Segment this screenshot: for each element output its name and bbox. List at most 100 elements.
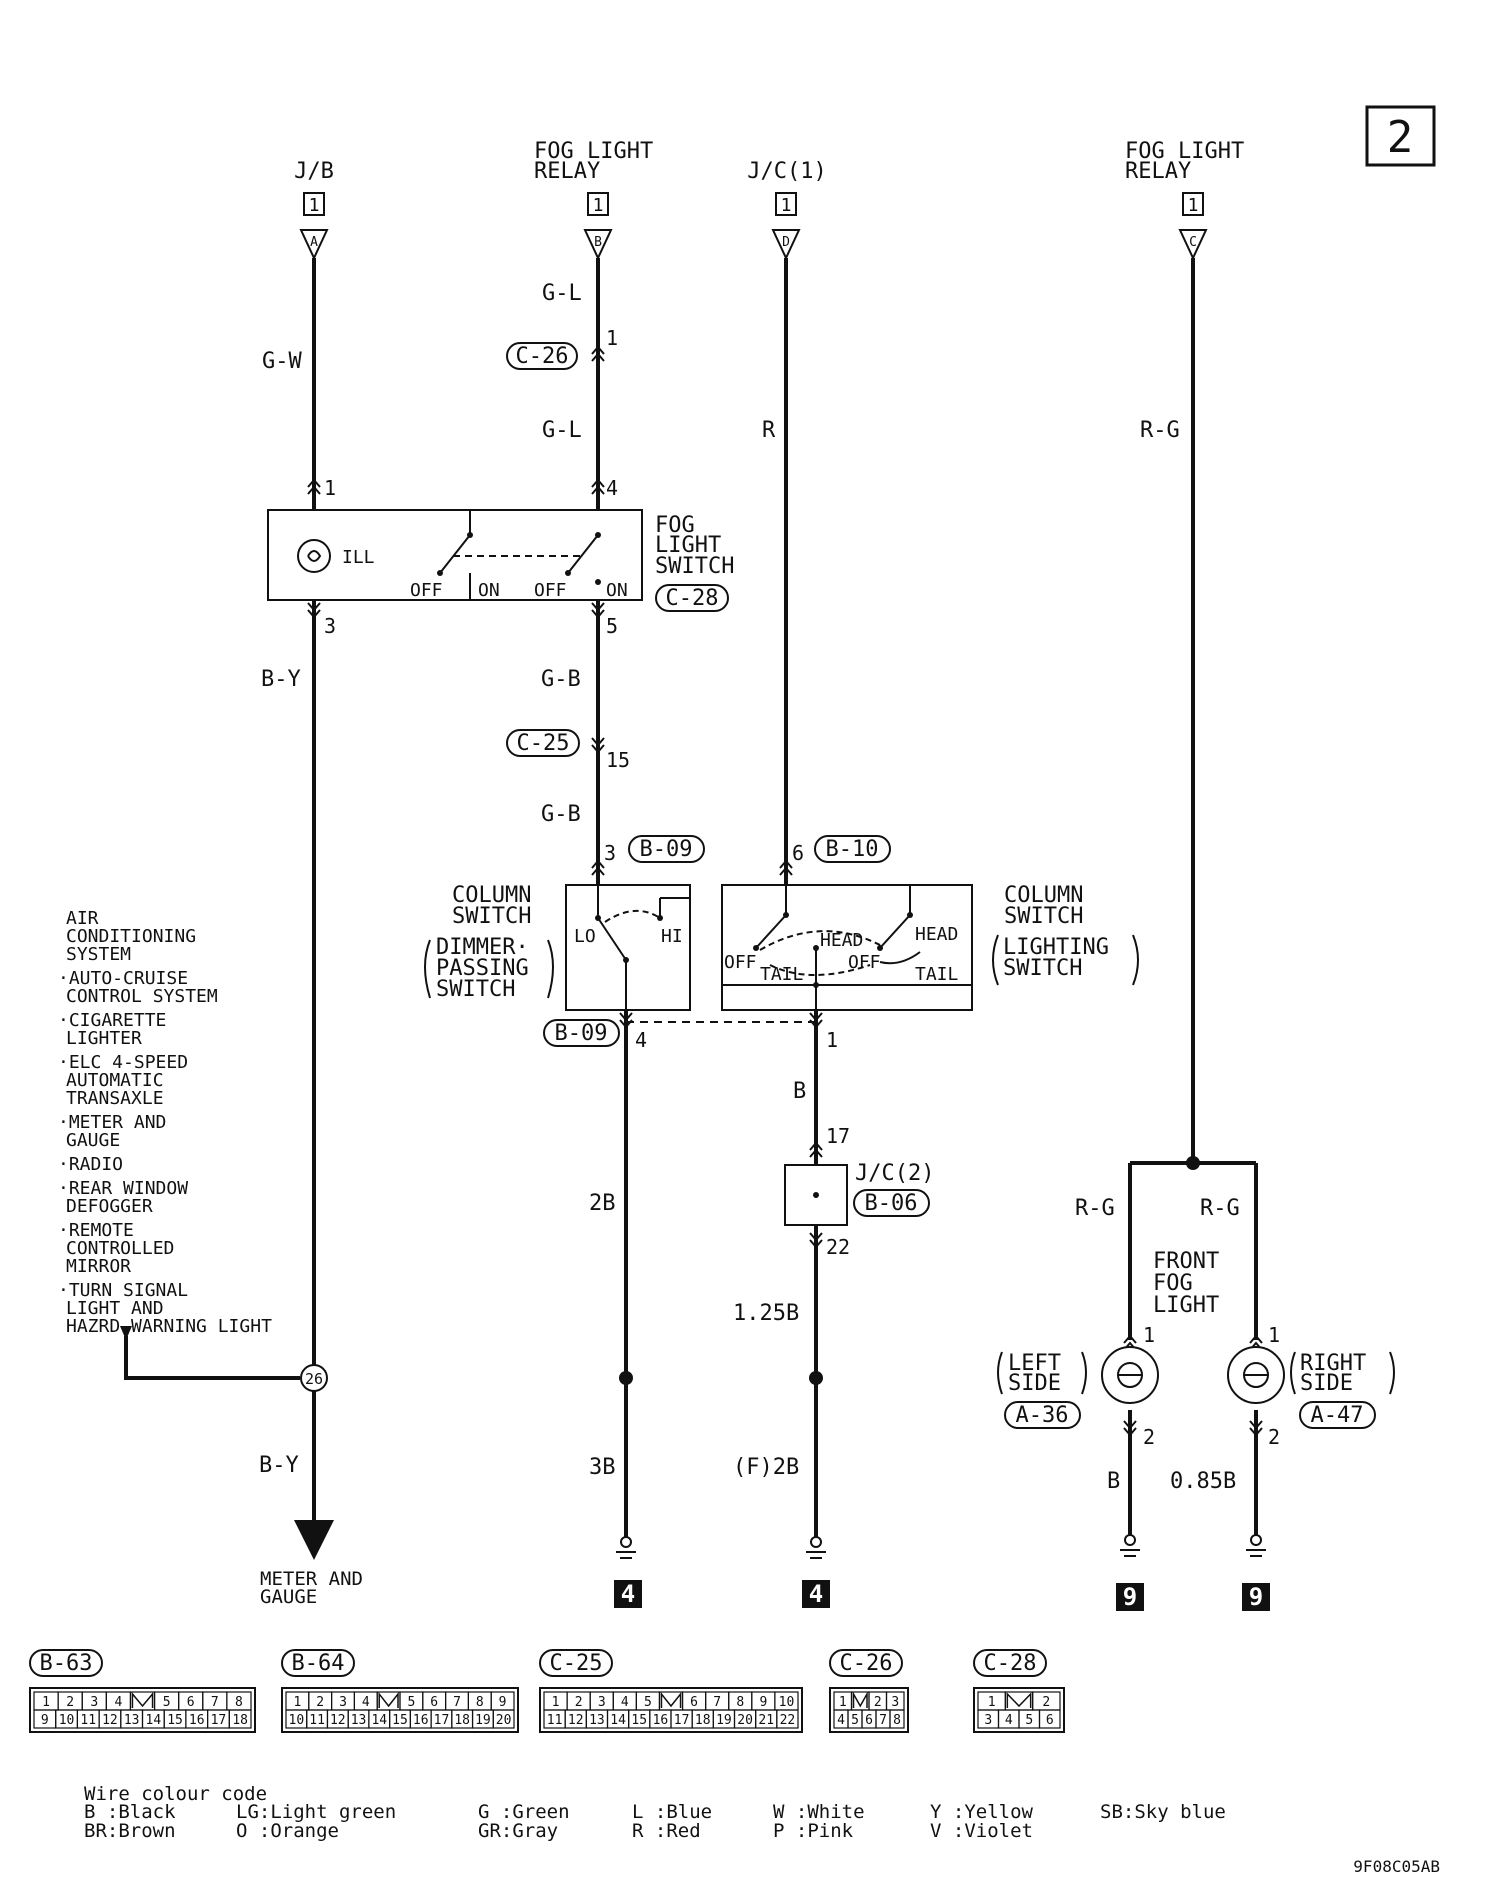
connector-label-c25: C-25	[506, 729, 580, 757]
svg-text:1: 1	[309, 195, 320, 216]
pin-number: 22	[826, 1235, 850, 1259]
connector-pin-number: 19	[475, 1713, 491, 1728]
svg-text:LIGHTER: LIGHTER	[66, 1028, 142, 1049]
page-number-box	[1365, 105, 1436, 167]
connector-pin-number: 6	[1046, 1713, 1054, 1728]
svg-text:HEAD: HEAD	[820, 930, 863, 951]
connector-pin-number: 4	[837, 1713, 845, 1728]
pin-number: 17	[826, 1124, 850, 1148]
svg-text:HI: HI	[661, 926, 683, 947]
connector-pin-number: 17	[211, 1713, 227, 1728]
wire-label: (F)2B	[733, 1455, 799, 1480]
svg-text:ON: ON	[478, 580, 500, 601]
svg-text:D: D	[782, 235, 790, 250]
svg-text:FRONT: FRONT	[1153, 1249, 1219, 1274]
svg-text:1: 1	[1188, 195, 1199, 216]
connector-pin-number: 1	[42, 1695, 50, 1710]
connector-pin-number: 10	[289, 1713, 305, 1728]
connector-pin-number: 7	[211, 1695, 219, 1710]
wire-label: G-W	[262, 349, 302, 374]
svg-text:V :Violet: V :Violet	[930, 1820, 1033, 1842]
svg-text:Wire colour code: Wire colour code	[84, 1783, 267, 1805]
ill-lamp-icon	[297, 539, 331, 573]
connector-pin-number: 3	[90, 1695, 98, 1710]
wire-colour-legend: Wire colour code B :Black LG:Light green…	[84, 1783, 1226, 1842]
svg-text:DEFOGGER: DEFOGGER	[66, 1196, 153, 1217]
svg-text:SWITCH: SWITCH	[452, 904, 531, 929]
connector-pin-number: 2	[575, 1695, 583, 1710]
connector-pin-number: 15	[392, 1713, 408, 1728]
connector-pin-number: 8	[736, 1695, 744, 1710]
key-mark-icon	[852, 1691, 868, 1708]
svg-text:LIGHT: LIGHT	[1153, 1293, 1219, 1318]
meter-and-gauge-label: METER AND GAUGE	[260, 1568, 363, 1608]
svg-text:C: C	[1189, 235, 1197, 250]
pin-number: 1	[324, 476, 336, 500]
svg-text:PASSING: PASSING	[436, 956, 529, 981]
svg-text:LEFT: LEFT	[1008, 1351, 1061, 1376]
svg-text:BR:Brown: BR:Brown	[84, 1820, 176, 1842]
svg-text:HEAD: HEAD	[915, 924, 958, 945]
wire-label: B-Y	[261, 667, 301, 692]
wire-label: B	[793, 1079, 806, 1104]
svg-text:OFF: OFF	[534, 580, 567, 601]
svg-text:OFF: OFF	[848, 952, 881, 973]
joint-connector-jc2: J/C(2)	[784, 1161, 934, 1226]
wire-label: 0.85B	[1170, 1469, 1236, 1494]
connector-pin-number: 8	[893, 1713, 901, 1728]
connector-pin-number: 1	[293, 1695, 301, 1710]
front-fog-light: FRONT FOG LIGHT LEFT SIDE RIGHT SIDE	[997, 1249, 1395, 1404]
svg-text:AUTOMATIC: AUTOMATIC	[66, 1070, 164, 1091]
svg-text:C-25: C-25	[517, 731, 570, 756]
connector-pin-number: 13	[124, 1713, 140, 1728]
svg-text:B :Black: B :Black	[84, 1801, 176, 1823]
svg-text:TAIL: TAIL	[915, 964, 959, 985]
connector-pin-number: 21	[758, 1713, 774, 1728]
junction-dot	[809, 1371, 823, 1385]
connector-label-b10: B-10	[814, 835, 891, 863]
svg-text:B-10: B-10	[826, 837, 879, 862]
connector-pin-number: 9	[759, 1695, 767, 1710]
svg-text:SWITCH: SWITCH	[655, 554, 734, 579]
column-switch-lighting: OFF TAIL HEAD OFF HEAD TAIL COLUMN SWITC…	[721, 883, 1139, 1011]
pin-number: 15	[606, 748, 630, 772]
svg-text:RELAY: RELAY	[1125, 159, 1191, 184]
connector-chevrons	[307, 345, 1263, 1437]
svg-text:FOG LIGHT: FOG LIGHT	[534, 139, 653, 164]
connector-view-label: C-25	[550, 1651, 603, 1676]
svg-text:OFF: OFF	[724, 952, 757, 973]
pin-number: 1	[1268, 1323, 1280, 1347]
svg-text:COLUMN: COLUMN	[452, 883, 531, 908]
connector-pin-number: 5	[644, 1695, 652, 1710]
connector-pin-number: 15	[631, 1713, 647, 1728]
connector-pin-number: 14	[371, 1713, 387, 1728]
connector-pin-number: 17	[434, 1713, 450, 1728]
connector-pin-number: 9	[41, 1713, 49, 1728]
wire-label: G-B	[541, 802, 581, 827]
svg-text:·AUTO-CRUISE: ·AUTO-CRUISE	[58, 968, 188, 989]
ground-point-9: 9	[1116, 1583, 1144, 1611]
connector-pin-number: 20	[737, 1713, 753, 1728]
connector-pin-number: 18	[454, 1713, 470, 1728]
connector-view-label: B-64	[292, 1651, 345, 1676]
connector-pin-number: 6	[690, 1695, 698, 1710]
svg-text:HAZRD WARNING LIGHT: HAZRD WARNING LIGHT	[66, 1316, 272, 1337]
source-jb: J/B 1 A	[294, 159, 334, 261]
connector-pin-number: 4	[114, 1695, 122, 1710]
connector-pin-number: 1	[839, 1695, 847, 1710]
connector-pin-number: 7	[879, 1713, 887, 1728]
connector-pin-cell	[776, 1709, 799, 1729]
svg-text:LIGHT AND: LIGHT AND	[66, 1298, 164, 1319]
connector-pin-number: 18	[232, 1713, 248, 1728]
connector-pin-number: 7	[713, 1695, 721, 1710]
connector-pin-number: 15	[167, 1713, 183, 1728]
pin-number: 2	[1143, 1425, 1155, 1449]
svg-text:GAUGE: GAUGE	[260, 1586, 317, 1608]
svg-text:26: 26	[305, 1370, 323, 1388]
svg-text:LG:Light green: LG:Light green	[236, 1801, 396, 1823]
connector-pin-number: 19	[716, 1713, 732, 1728]
fog-light-switch: ILL OFF ON OFF ON FOG LIGHT SWITCH	[267, 509, 734, 601]
